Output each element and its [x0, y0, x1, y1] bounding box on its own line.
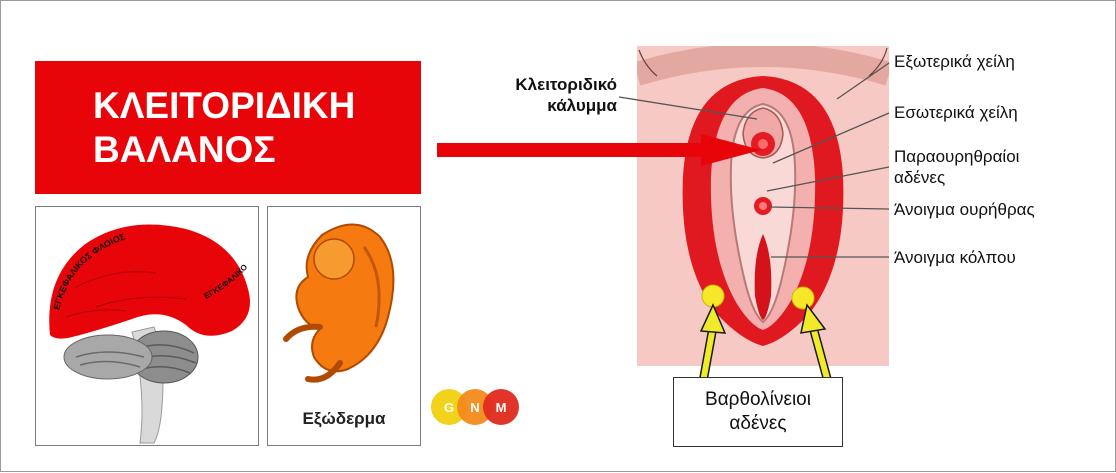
- title-line-2: ΒΑΛΑΝΟΣ: [93, 128, 421, 172]
- bartholin-glands-label: Βαρθολίνειοι αδένες: [673, 377, 843, 447]
- paraurethral-glands-label: Παραουρηθραίοι αδένες: [894, 146, 1019, 188]
- brain-panel: ΕΓΚΕΦΑΛΙΚΟΣ ΦΛΟΙΟΣ ΕΓΚΕΦΑΛΙΚΟΣ ΦΛΟΙΟΣ: [35, 206, 259, 446]
- logo-letter-g: G: [444, 400, 454, 415]
- vulva-anatomy-illustration: [637, 46, 889, 366]
- urethral-opening-label: Άνοιγμα ουρήθρας: [894, 199, 1035, 220]
- outer-labia-label: Εξωτερικά χείλη: [894, 51, 1015, 72]
- title-box: ΚΛΕΙΤΟΡΙΔΙΚΗ ΒΑΛΑΝΟΣ: [35, 61, 421, 194]
- title-line-1: ΚΛΕΙΤΟΡΙΔΙΚΗ: [93, 84, 421, 128]
- embryo-label: Εξώδερμα: [268, 409, 420, 429]
- logo-letter-n: N: [470, 400, 479, 415]
- gnm-logo: G N M: [429, 387, 525, 427]
- embryo-icon: [268, 207, 420, 397]
- inner-labia-label: Εσωτερικά χείλη: [894, 102, 1018, 123]
- logo-letter-m: M: [496, 400, 507, 415]
- brain-icon: ΕΓΚΕΦΑΛΙΚΟΣ ΦΛΟΙΟΣ ΕΓΚΕΦΑΛΙΚΟΣ ΦΛΟΙΟΣ: [36, 207, 258, 445]
- vaginal-opening-label: Άνοιγμα κόλπου: [894, 247, 1016, 268]
- embryo-panel: Εξώδερμα: [267, 206, 421, 446]
- clitoral-hood-label: Κλειτοριδικό κάλυμμα: [467, 74, 617, 116]
